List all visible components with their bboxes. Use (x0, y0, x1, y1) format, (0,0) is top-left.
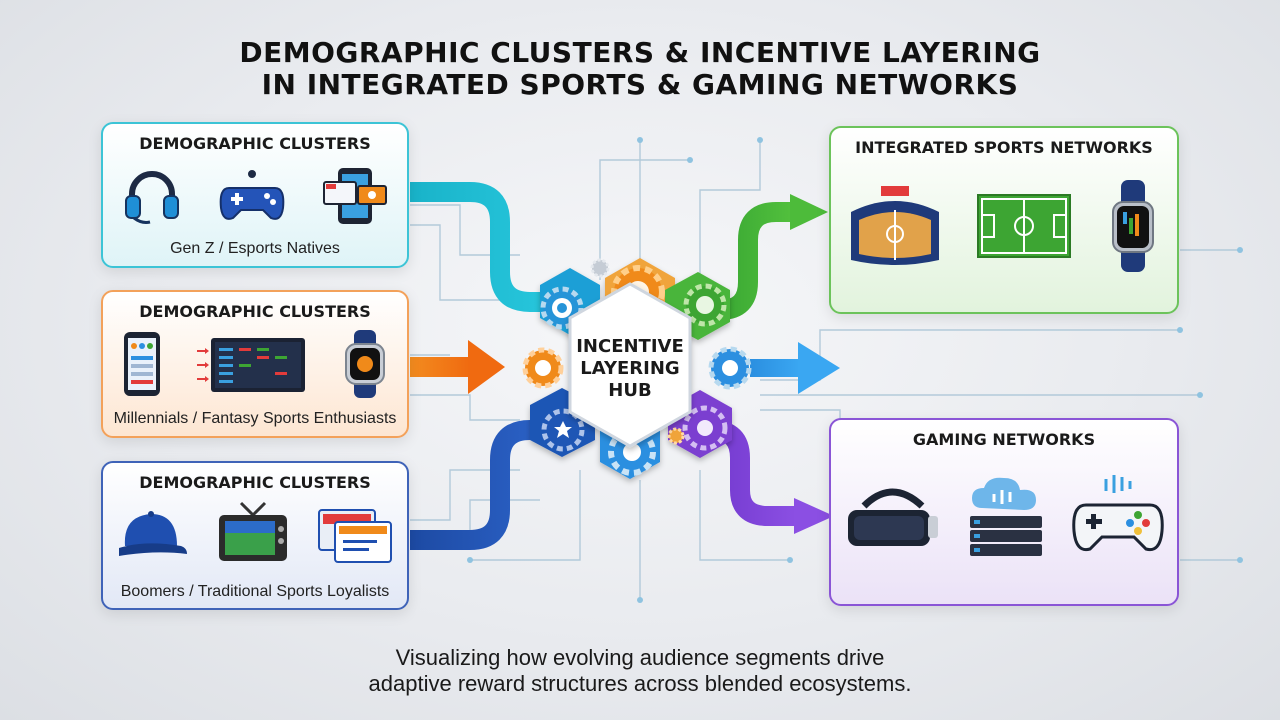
headset-icon (124, 171, 179, 224)
cluster-card-boomers: DEMOGRAPHIC CLUSTERS Boomers / Tradition… (101, 461, 409, 610)
cluster-heading: DEMOGRAPHIC CLUSTERS (139, 134, 371, 153)
network-card-gaming: GAMING NETWORKS (829, 418, 1179, 606)
footer-caption-line1: Visualizing how evolving audience segmen… (395, 645, 885, 670)
arrow-sky (750, 342, 840, 394)
cluster-card-gen-z: DEMOGRAPHIC CLUSTERS Gen Z / Esports Nat… (101, 122, 409, 268)
cluster-heading: DEMOGRAPHIC CLUSTERS (139, 473, 371, 492)
hub-label-line2: LAYERING (580, 358, 680, 379)
gamepad-icon (219, 170, 285, 220)
flow-blue (410, 420, 550, 550)
arrow-green (690, 194, 828, 320)
cluster-heading: DEMOGRAPHIC CLUSTERS (139, 302, 371, 321)
page-title-line2: IN INTEGRATED SPORTS & GAMING NETWORKS (261, 68, 1019, 101)
network-card-sports: INTEGRATED SPORTS NETWORKS (829, 126, 1179, 314)
live-stream-phone-icon (323, 168, 388, 224)
stadium-icon (851, 186, 940, 265)
hub-label-line1: INCENTIVE (576, 336, 684, 357)
cluster-caption: Boomers / Traditional Sports Loyalists (120, 583, 390, 600)
ticket-icon (318, 509, 392, 563)
stats-board-icon (196, 338, 305, 392)
fitness-tracker-icon (1111, 180, 1154, 272)
cluster-icons (103, 499, 407, 569)
footer-caption-line2: adaptive reward structures across blende… (368, 671, 912, 696)
smartphone-app-icon (123, 332, 160, 396)
cluster-icons (103, 164, 407, 228)
network-icons (831, 180, 1177, 272)
network-heading: INTEGRATED SPORTS NETWORKS (855, 138, 1153, 157)
arrow-orange (410, 340, 505, 394)
hub-hexagon (568, 282, 692, 448)
cluster-card-millennials: DEMOGRAPHIC CLUSTERS Millennials / Fanta… (101, 290, 409, 438)
cluster-icons (103, 330, 407, 398)
cluster-caption: Gen Z / Esports Natives (170, 240, 340, 257)
network-icons (831, 472, 1177, 560)
flow-cyan (410, 182, 548, 312)
retro-tv-icon (219, 501, 287, 561)
vr-headset-icon (848, 488, 938, 546)
page-title-line1: DEMOGRAPHIC CLUSTERS & INCENTIVE LAYERIN… (239, 36, 1041, 69)
cloud-server-icon (970, 477, 1042, 556)
smartwatch-icon (345, 330, 386, 398)
network-heading: GAMING NETWORKS (912, 430, 1096, 449)
baseball-cap-icon (119, 511, 187, 556)
hub-label-line3: HUB (608, 380, 652, 401)
soccer-field-icon (976, 194, 1071, 258)
cluster-caption: Millennials / Fantasy Sports Enthusiasts (113, 410, 397, 427)
hub-label: INCENTIVE LAYERING HUB (560, 336, 700, 402)
controller-icon (1072, 475, 1164, 552)
